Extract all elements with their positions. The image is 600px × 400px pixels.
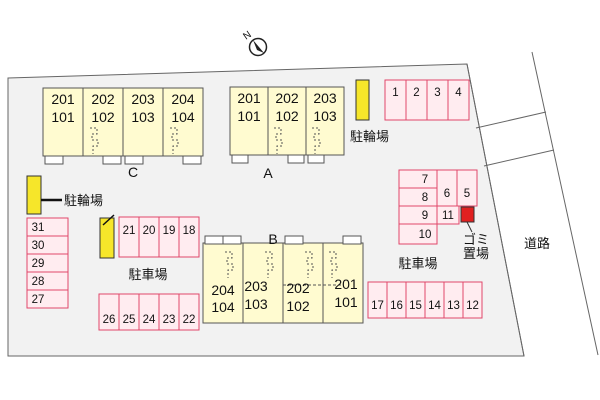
building-c: 201 202 203 204 101 102 103 104 C bbox=[42, 87, 204, 180]
stall-16: 16 bbox=[390, 300, 403, 312]
parking-row-center: 21 20 19 18 bbox=[118, 216, 200, 258]
stall-4: 4 bbox=[455, 87, 462, 99]
stall-29: 29 bbox=[32, 258, 45, 270]
unit-a-203: 203 bbox=[313, 90, 337, 106]
garbage-area bbox=[460, 206, 475, 223]
unit-b-102: 102 bbox=[286, 298, 310, 314]
stall-18: 18 bbox=[183, 225, 196, 237]
road-label: 道路 bbox=[524, 236, 550, 251]
stall-30: 30 bbox=[32, 240, 45, 252]
garbage-label-line1: ゴミ bbox=[463, 232, 489, 247]
stall-21: 21 bbox=[123, 225, 136, 237]
unit-c-202: 202 bbox=[91, 91, 115, 107]
stall-7: 7 bbox=[422, 174, 428, 186]
stall-26: 26 bbox=[103, 314, 116, 326]
bicycle-parking-left-label: 駐輪場 bbox=[64, 193, 103, 208]
stall-9: 9 bbox=[422, 210, 428, 222]
unit-c-104: 104 bbox=[171, 109, 195, 125]
stall-11: 11 bbox=[442, 210, 454, 222]
unit-c-103: 103 bbox=[131, 109, 155, 125]
building-a-label: A bbox=[263, 165, 273, 181]
stall-8: 8 bbox=[422, 192, 428, 204]
parking-row-bottom-right: 17 16 15 14 13 12 bbox=[367, 281, 483, 319]
stall-3: 3 bbox=[434, 87, 440, 99]
building-b-label: B bbox=[268, 231, 277, 247]
stall-27: 27 bbox=[32, 294, 45, 306]
unit-b-203: 203 bbox=[244, 278, 268, 294]
garbage-label-line2: 置場 bbox=[463, 246, 489, 261]
unit-b-202: 202 bbox=[286, 280, 310, 296]
parking-label-right: 駐車場 bbox=[398, 256, 437, 271]
stall-22: 22 bbox=[183, 314, 196, 326]
unit-b-101: 101 bbox=[334, 294, 358, 310]
stall-20: 20 bbox=[143, 225, 156, 237]
unit-a-201: 201 bbox=[237, 90, 261, 106]
unit-c-101: 101 bbox=[51, 109, 75, 125]
building-c-label: C bbox=[128, 164, 138, 180]
stall-5: 5 bbox=[464, 188, 470, 200]
bicycle-parking-a bbox=[355, 79, 370, 121]
unit-a-202: 202 bbox=[275, 90, 299, 106]
stall-2: 2 bbox=[413, 87, 419, 99]
stall-12: 12 bbox=[466, 300, 479, 312]
stall-10: 10 bbox=[419, 229, 432, 241]
road: 道路 bbox=[466, 51, 599, 357]
building-b: B 204 203 202 201 104 103 102 101 bbox=[202, 231, 364, 324]
stall-31: 31 bbox=[32, 222, 45, 234]
parking-grid-right: 7 8 6 5 9 11 10 bbox=[398, 169, 478, 245]
stall-28: 28 bbox=[32, 276, 45, 288]
unit-a-101: 101 bbox=[237, 108, 261, 124]
parking-column-left: 31 30 29 28 27 bbox=[26, 217, 69, 309]
stall-1: 1 bbox=[392, 87, 398, 99]
unit-a-102: 102 bbox=[275, 108, 299, 124]
unit-b-104: 104 bbox=[211, 299, 235, 315]
parking-row-bottom-left: 26 25 24 23 22 bbox=[98, 293, 200, 331]
stall-19: 19 bbox=[163, 225, 176, 237]
stall-17: 17 bbox=[371, 300, 384, 312]
unit-b-103: 103 bbox=[244, 296, 268, 312]
compass-icon: N bbox=[241, 29, 268, 57]
stall-13: 13 bbox=[447, 300, 460, 312]
building-a: 201 202 203 101 102 103 A bbox=[229, 86, 345, 181]
bicycle-parking-center bbox=[99, 217, 115, 259]
unit-b-204: 204 bbox=[211, 282, 235, 298]
parking-row-top-right: 1 2 3 4 bbox=[384, 79, 470, 121]
stall-25: 25 bbox=[123, 314, 136, 326]
unit-b-201: 201 bbox=[334, 276, 358, 292]
unit-c-201: 201 bbox=[51, 91, 75, 107]
bicycle-parking-left bbox=[26, 175, 42, 215]
parking-label-left: 駐車場 bbox=[128, 267, 167, 282]
unit-a-103: 103 bbox=[313, 108, 337, 124]
stall-6: 6 bbox=[444, 188, 450, 200]
stall-24: 24 bbox=[143, 314, 156, 326]
bicycle-parking-a-label: 駐輪場 bbox=[350, 129, 389, 144]
stall-14: 14 bbox=[428, 300, 441, 312]
unit-c-203: 203 bbox=[131, 91, 155, 107]
unit-c-204: 204 bbox=[171, 91, 195, 107]
unit-c-102: 102 bbox=[91, 109, 115, 125]
stall-15: 15 bbox=[409, 300, 422, 312]
stall-23: 23 bbox=[163, 314, 176, 326]
